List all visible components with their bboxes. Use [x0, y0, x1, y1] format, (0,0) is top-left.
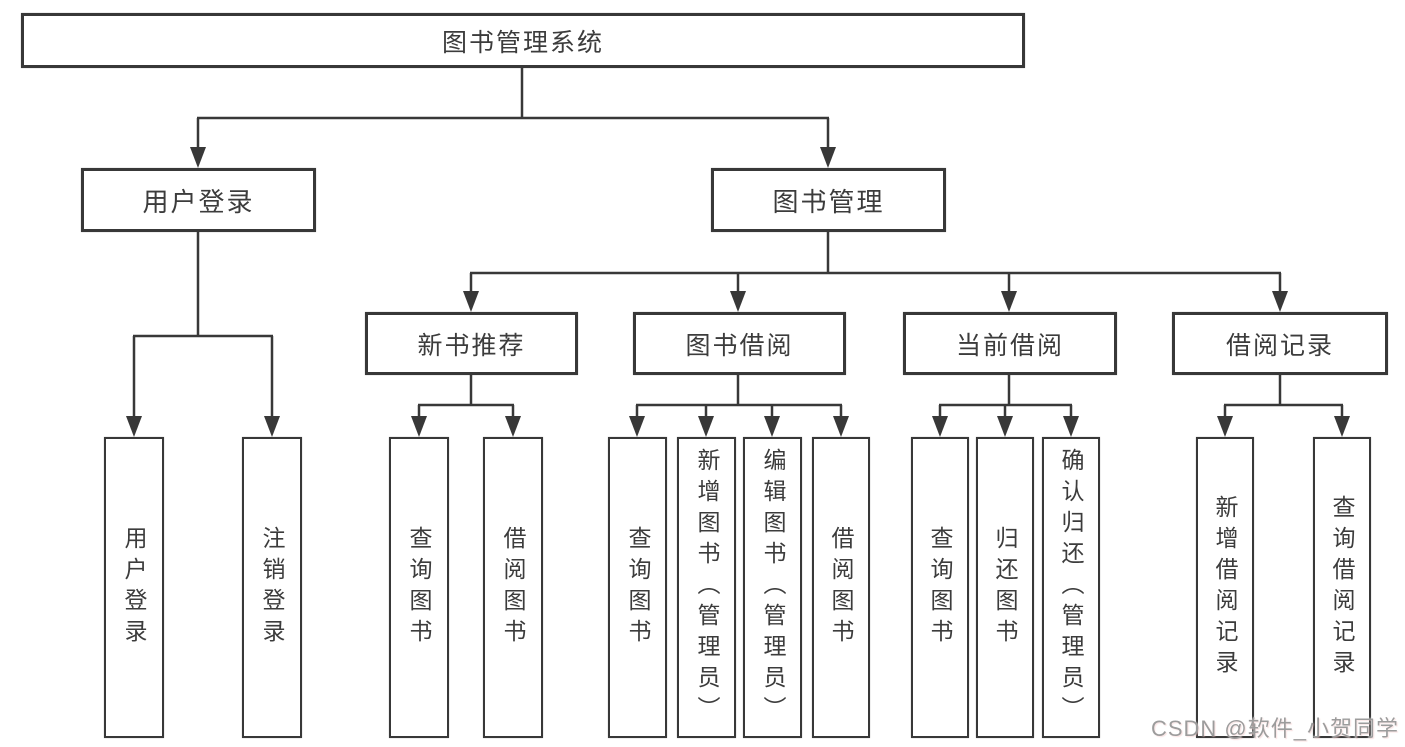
node-library-management-system: 图书管理系统: [21, 13, 1025, 68]
node-new-book-recommend: 新书推荐: [365, 312, 578, 375]
leaf-borrow-add-books-admin: 新增图书（管理员）: [677, 437, 736, 738]
node-book-management: 图书管理: [711, 168, 946, 232]
leaf-newbooks-borrow-books: 借阅图书: [483, 437, 543, 738]
leaf-borrow-edit-books-admin: 编辑图书（管理员）: [743, 437, 802, 738]
node-user-login: 用户登录: [81, 168, 316, 232]
csdn-watermark: CSDN @软件_小贺同学: [1150, 716, 1399, 741]
leaf-current-query-books: 查询图书: [911, 437, 969, 738]
node-borrowing-records: 借阅记录: [1172, 312, 1388, 375]
leaf-user-login: 用户登录: [104, 437, 164, 738]
leaf-current-confirm-return-admin: 确认归还（管理员）: [1042, 437, 1100, 738]
leaf-logout: 注销登录: [242, 437, 302, 738]
node-book-borrowing: 图书借阅: [633, 312, 846, 375]
leaf-current-return-books: 归还图书: [976, 437, 1034, 738]
leaf-newbooks-query-books: 查询图书: [389, 437, 449, 738]
leaf-borrow-query-books: 查询图书: [608, 437, 667, 738]
leaf-borrow-borrow-books: 借阅图书: [812, 437, 870, 738]
leaf-records-add-borrow-record: 新增借阅记录: [1196, 437, 1254, 738]
leaf-records-query-borrow-record: 查询借阅记录: [1313, 437, 1371, 738]
node-current-borrowing: 当前借阅: [903, 312, 1117, 375]
